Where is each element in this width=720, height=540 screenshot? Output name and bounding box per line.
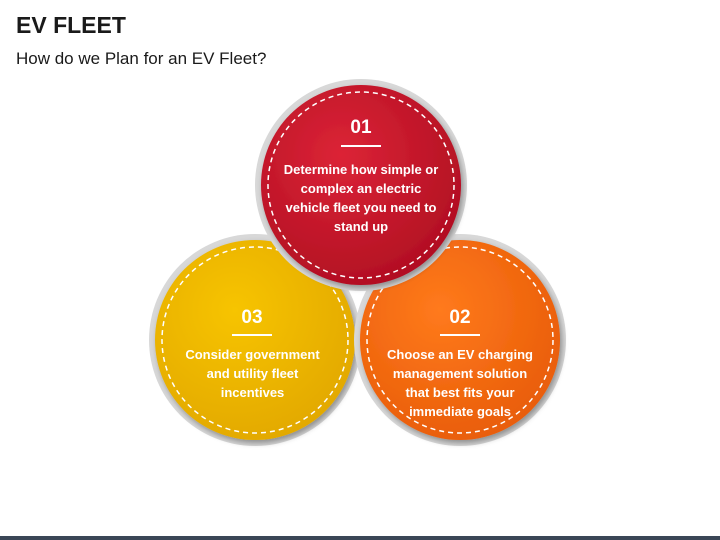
circle-step-02 [354,234,566,446]
circle-step-03 [149,234,361,446]
circle-step-01 [255,79,467,291]
page-title: EV FLEET [16,12,126,38]
step-03-number: 03 [241,307,263,328]
step-03-divider [232,334,272,336]
bottom-bar [0,536,720,540]
step-01-text: Determine how simple or complex an elect… [283,162,439,234]
step-02-divider [440,334,480,336]
step-02-text: Choose an EV charging management solutio… [387,347,533,419]
step-01-number: 01 [350,117,372,138]
step-02-number: 02 [449,307,471,328]
page-subtitle: How do we Plan for an EV Fleet? [16,49,267,68]
step-01-divider [341,145,381,147]
step-03-text: Consider government and utility fleet in… [185,347,320,400]
